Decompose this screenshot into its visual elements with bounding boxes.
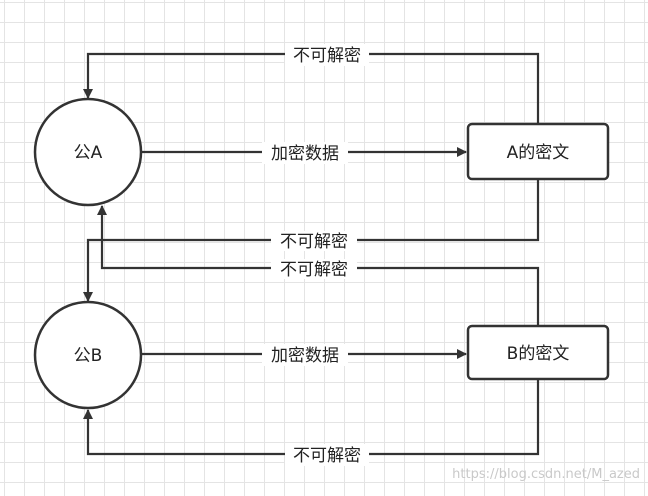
- node-label-ciphertext-b: B的密文: [507, 344, 570, 364]
- label-cannot-decrypt-top: 不可解密: [293, 46, 361, 66]
- edge-cannot-decrypt-bottom: [83, 380, 540, 456]
- node-public-key-a: [33, 97, 143, 207]
- node-label-public-key-b: 公B: [74, 346, 103, 366]
- label-cannot-decrypt-cross-1: 不可解密: [280, 232, 348, 252]
- label-cannot-decrypt-bottom: 不可解密: [293, 446, 361, 466]
- label-cannot-decrypt-cross-2: 不可解密: [280, 260, 348, 280]
- node-label-ciphertext-a: A的密文: [507, 143, 570, 163]
- node-label-public-key-a: 公A: [74, 143, 103, 163]
- label-encrypt-b: 加密数据: [271, 346, 339, 366]
- node-ciphertext-a: [466, 122, 610, 181]
- watermark: https://blog.csdn.net/M_azed: [452, 467, 640, 482]
- label-encrypt-a: 加密数据: [271, 144, 339, 164]
- node-public-key-b: [33, 300, 143, 410]
- node-ciphertext-b: [466, 324, 610, 381]
